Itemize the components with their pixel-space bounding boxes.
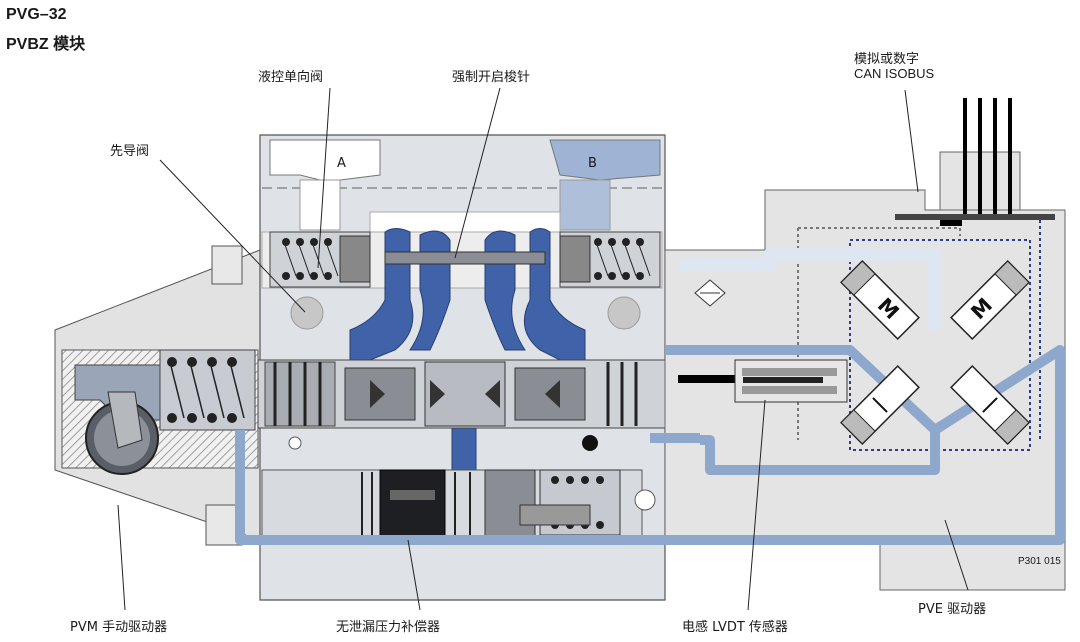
check-valve-label: 液控单向阀 [258, 70, 324, 85]
title-line-2: PVBZ 模块 [6, 36, 86, 53]
analog-digital-label: 模拟或数字 [854, 52, 920, 67]
pve-actuator-label: PVE 驱动器 [918, 602, 987, 617]
leader-lines [117, 87, 969, 611]
forced-open-pin-label: 强制开启梭针 [452, 70, 531, 85]
pve-housing [664, 98, 1066, 591]
main-spool [257, 359, 679, 429]
compensator-label: 无泄漏压力补偿器 [336, 620, 441, 635]
pilot-valve-label: 先导阀 [110, 144, 150, 159]
forced-open-pin [384, 251, 546, 265]
title-line-1: PVG–32 [6, 6, 67, 23]
pvm-actuator-label: PVM 手动驱动器 [70, 620, 168, 635]
solenoid-valves: M M [840, 260, 1030, 445]
pilot-pipes [235, 248, 1065, 545]
pilot-valve-right [607, 296, 641, 330]
part-code: P301 015 [1018, 556, 1061, 567]
lvdt-sensor [678, 359, 848, 403]
check-valve-right [559, 231, 661, 288]
lvdt-sensor-label: 电感 LVDT 传感器 [682, 620, 788, 635]
port-a-label: A [337, 156, 346, 171]
pvm-housing [54, 245, 261, 546]
port-b-label: B [588, 156, 597, 171]
can-isobus-label: CAN ISOBUS [854, 66, 935, 81]
filter-diamond [694, 279, 726, 307]
